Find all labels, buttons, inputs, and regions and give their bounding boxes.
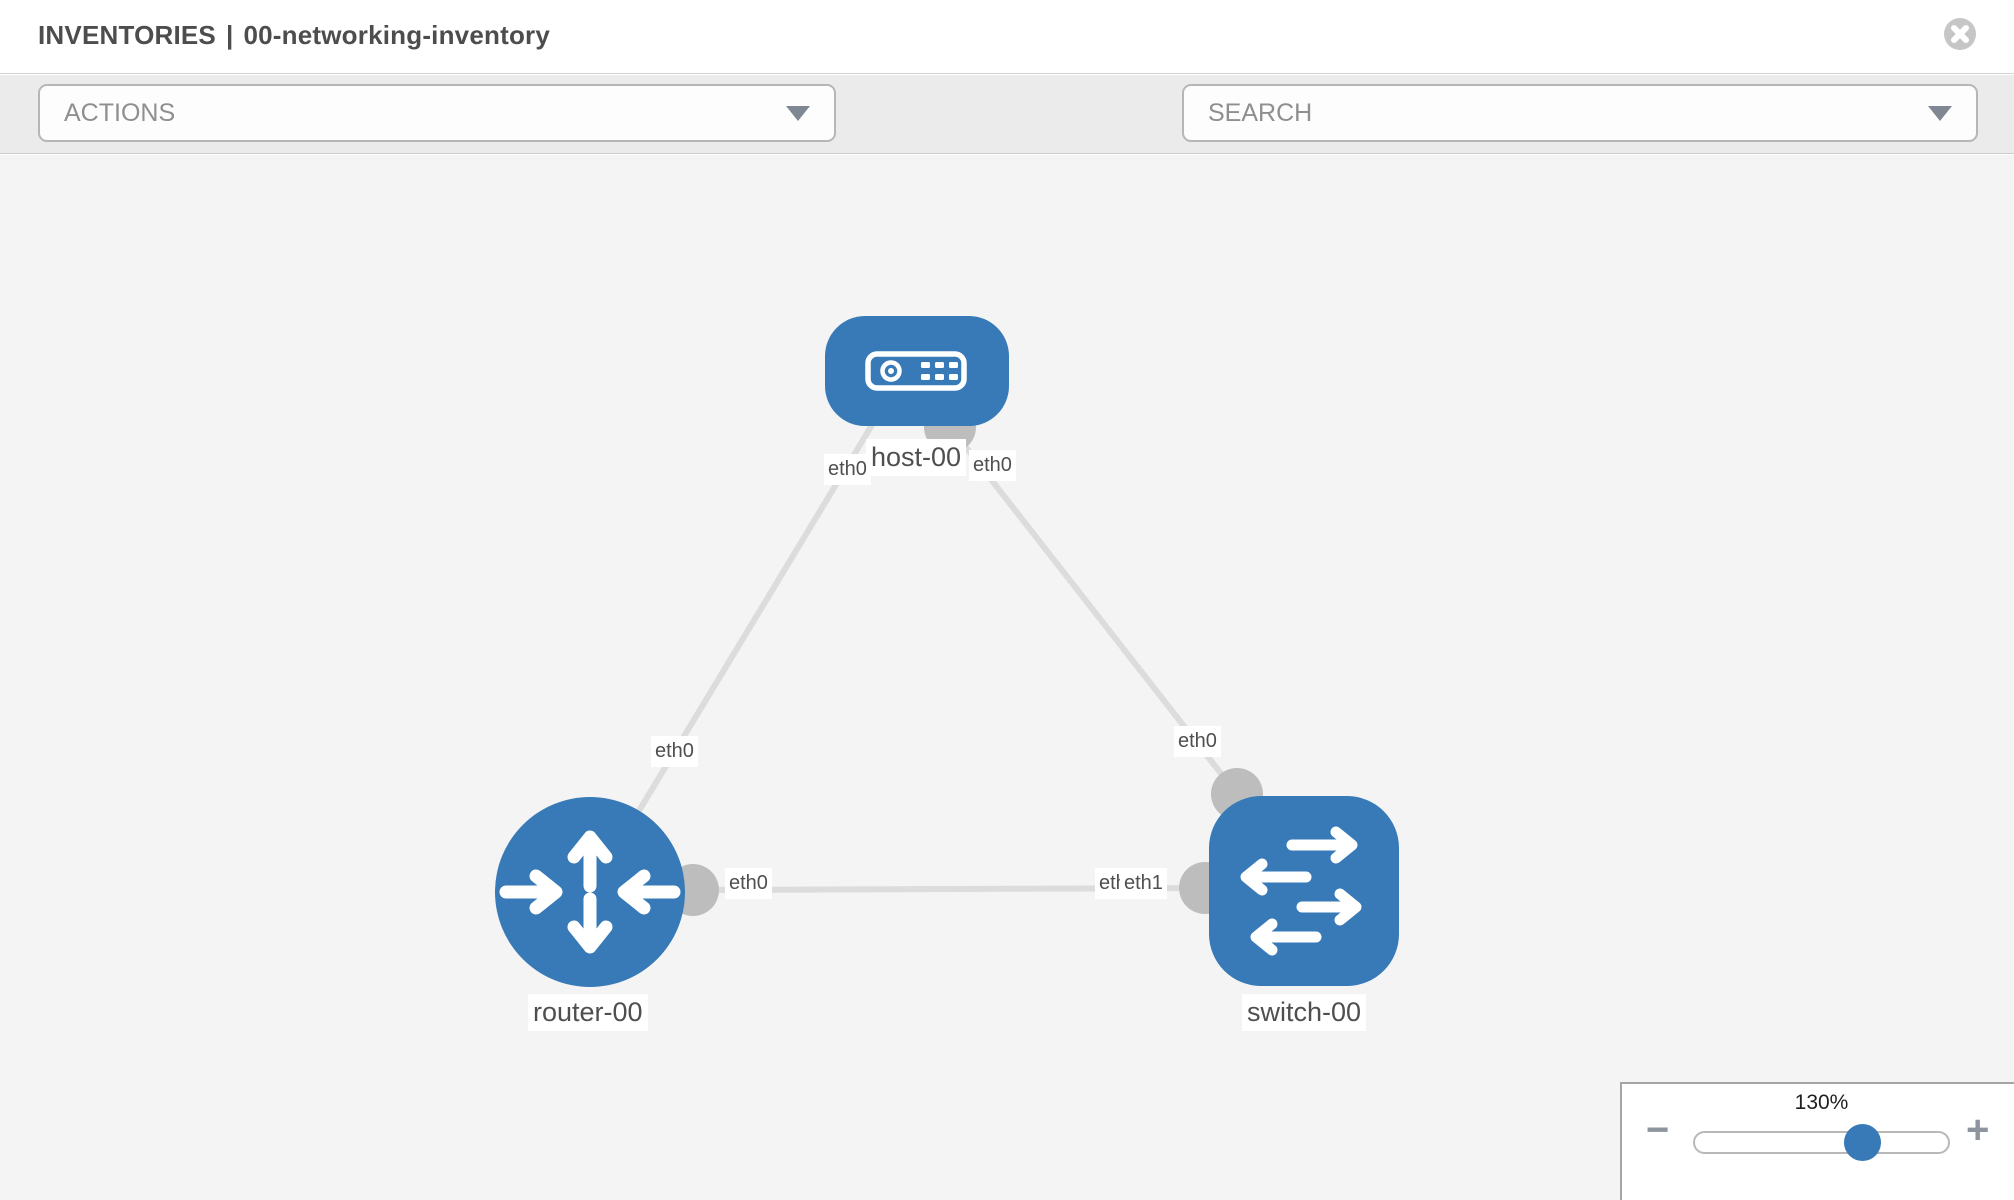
- page-title: INVENTORIES | 00-networking-inventory: [38, 20, 550, 51]
- node-switch-00[interactable]: [1209, 796, 1399, 986]
- zoom-level-value: 130%: [1794, 1091, 1849, 1114]
- interface-label-host-right: eth0: [969, 450, 1016, 481]
- interface-label-router-host-link: eth0: [651, 736, 698, 767]
- chevron-down-icon: [1928, 105, 1952, 121]
- node-label-host: host-00: [866, 439, 967, 476]
- router-arrows-icon: [499, 830, 681, 954]
- page-title-prefix: INVENTORIES: [38, 20, 216, 50]
- search-dropdown-label: SEARCH: [1208, 98, 1313, 127]
- inventory-name: 00-networking-inventory: [243, 20, 551, 50]
- close-button[interactable]: [1943, 17, 1977, 51]
- zoom-control-panel: 130% − +: [1620, 1082, 2014, 1200]
- header: INVENTORIES | 00-networking-inventory: [0, 0, 2014, 74]
- search-dropdown[interactable]: SEARCH: [1182, 84, 1978, 142]
- toolbar: ACTIONS SEARCH: [0, 75, 2014, 217]
- actions-dropdown-label: ACTIONS: [64, 98, 176, 127]
- node-label-router: router-00: [528, 994, 648, 1031]
- zoom-in-button[interactable]: +: [1966, 1108, 1990, 1152]
- topology-canvas[interactable]: host-00 router-00 switch-00 eth0 eth0 et…: [0, 155, 2014, 1200]
- close-icon: [1943, 17, 1977, 51]
- switch-arrows-icon: [1240, 826, 1362, 956]
- zoom-out-button[interactable]: −: [1646, 1108, 1670, 1152]
- node-host-00[interactable]: [825, 316, 1009, 426]
- interface-label-switch-eth1: eth1: [1120, 868, 1167, 899]
- interface-points: [667, 401, 1263, 916]
- interface-label-host-left: eth0: [824, 454, 871, 485]
- interface-label-host-switch-link: eth0: [1174, 726, 1221, 757]
- interface-label-switch-overlap: eth0 eth1: [1095, 868, 1175, 900]
- node-label-switch: switch-00: [1242, 994, 1367, 1031]
- node-router-00[interactable]: [495, 797, 685, 987]
- server-icon: [865, 351, 967, 391]
- page-title-separator: |: [225, 20, 234, 50]
- zoom-slider-knob[interactable]: [1844, 1124, 1881, 1161]
- chevron-down-icon: [786, 105, 810, 121]
- zoom-slider-track[interactable]: [1693, 1131, 1950, 1154]
- interface-label-router-eth0: eth0: [725, 868, 772, 899]
- actions-dropdown[interactable]: ACTIONS: [38, 84, 836, 142]
- links: [587, 418, 1240, 894]
